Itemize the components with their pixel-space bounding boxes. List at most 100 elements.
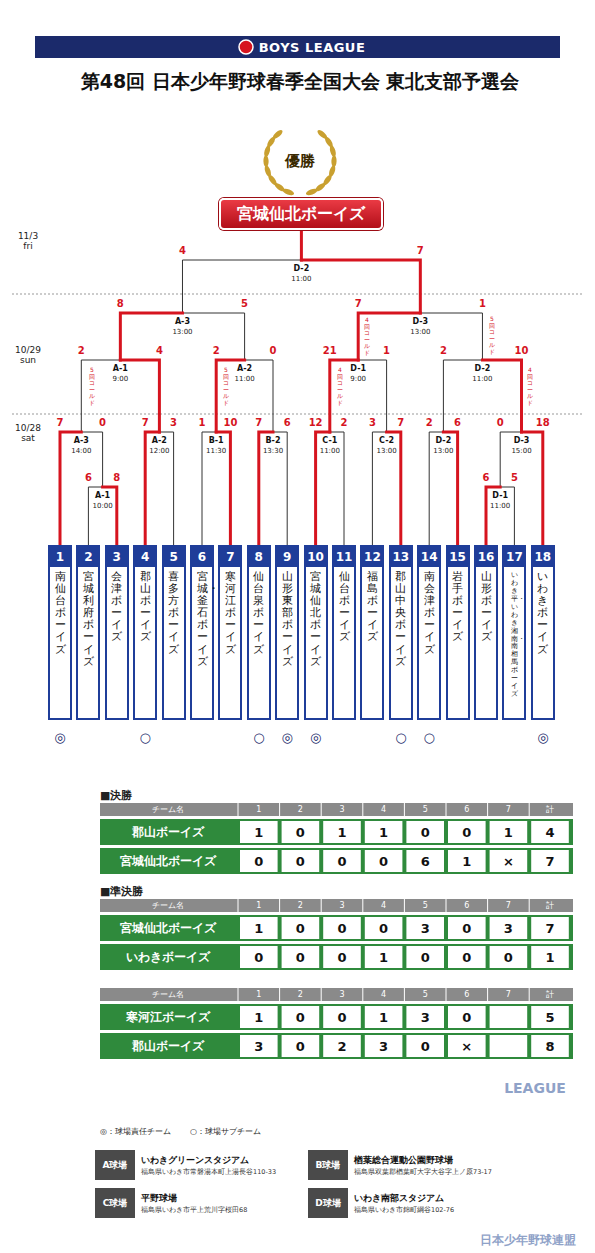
score-cell <box>365 821 403 843</box>
th-text: 計 <box>546 806 554 814</box>
th-text: 1 <box>256 902 261 910</box>
table-rule <box>529 899 530 912</box>
score-cell <box>406 917 444 939</box>
team-name: 山形ボーイズ <box>481 571 492 644</box>
score-cell <box>365 1006 403 1028</box>
bracket-line <box>182 313 244 360</box>
tc-text: 3 <box>421 922 430 935</box>
time-text: 11:00 <box>235 376 255 383</box>
table-row <box>100 915 573 941</box>
team-number: 12 <box>362 547 382 567</box>
bracket-line <box>182 260 301 313</box>
team-name: 岩手ボーイズ <box>452 571 463 644</box>
sc-text: 7 <box>255 418 262 428</box>
time-text: 13:00 <box>433 448 453 455</box>
score-cell <box>531 821 569 843</box>
sc-text: 7 <box>355 299 362 309</box>
th-text: チーム名 <box>152 991 184 999</box>
score-cell <box>448 850 486 872</box>
sec-text: ■準決勝 <box>100 886 143 897</box>
table-rule <box>404 803 405 816</box>
sc-text: 5 <box>511 473 518 483</box>
team-number: 17 <box>504 547 524 567</box>
team-number: 7 <box>220 547 240 567</box>
winner-line <box>120 313 182 360</box>
tc-text: 2 <box>337 1040 346 1053</box>
code-text: D-2 <box>294 265 310 273</box>
tc-text: 1 <box>254 1011 263 1024</box>
sc-text: 7 <box>417 246 424 256</box>
table-rule <box>238 988 239 1001</box>
sc-text: 0 <box>270 346 277 356</box>
sc-text: 5 <box>241 299 248 309</box>
score-cell <box>406 946 444 968</box>
th-text: 1 <box>256 806 261 814</box>
code-text: A-2 <box>152 437 167 445</box>
table-rule <box>446 899 447 912</box>
sc-text: 2 <box>341 418 348 428</box>
tc-text: 0 <box>337 951 346 964</box>
ann-text: 5回コールド <box>489 316 495 356</box>
table-rule <box>529 988 530 1001</box>
mk-text: ○ <box>253 731 264 744</box>
leg-text: ◎：球場責任チーム <box>100 1128 171 1136</box>
tc-text: 5 <box>545 1011 554 1024</box>
score-cell <box>531 917 569 939</box>
team-box: 9山形東部ボーイズ <box>275 545 299 720</box>
venue-name: 平野球場 <box>141 1192 177 1205</box>
table-rule <box>446 803 447 816</box>
table-rule <box>404 899 405 912</box>
score-cell <box>282 917 320 939</box>
tc-text: 0 <box>296 922 305 935</box>
tc-text: 4 <box>545 826 554 839</box>
tc-text: 3 <box>379 1040 388 1053</box>
th-text: 6 <box>464 991 469 999</box>
team-number: 8 <box>249 547 269 567</box>
date-text: sat <box>21 434 35 443</box>
sc-text: 2 <box>213 346 220 356</box>
ann-text: 4回コールド <box>364 317 370 357</box>
code-text: D-3 <box>514 437 530 445</box>
venue-box: A球場いわきグリーンスタジアム福島県いわき市常磐湯本町上湯長谷110-33 <box>95 1150 300 1180</box>
ann-text: 4回コールド <box>337 367 343 407</box>
leg-text: ○：球場サブチーム <box>190 1128 261 1136</box>
tc-text: 0 <box>296 855 305 868</box>
tc-text: 0 <box>296 951 305 964</box>
team-name: 宮城・釜石ボーイズ <box>197 571 208 668</box>
day-separator <box>12 414 583 415</box>
team-name: 宮城利府ボーイズ <box>83 571 94 668</box>
tc-text: 0 <box>504 951 513 964</box>
team-name: 喜多方ボーイズ <box>168 571 179 656</box>
date-text: 11/3 <box>18 232 38 241</box>
time-text: 13:30 <box>263 448 283 455</box>
page-title: 第48回 日本少年野球春季全国大会 東北支部予選会 <box>81 72 520 91</box>
laurel-leaf <box>263 165 272 178</box>
team-number: 2 <box>78 547 98 567</box>
tc-text: 1 <box>379 1011 388 1024</box>
tn-text: いわきボーイズ <box>126 951 210 963</box>
team-name: いわき平・いわき湘南・南相馬ボーイズ <box>511 571 518 698</box>
score-cell <box>490 946 528 968</box>
score-cell <box>406 821 444 843</box>
score-cell <box>282 821 320 843</box>
venue-box: D球場いわき南部スタジアム福島県いわき市錦町綱谷102-76 <box>308 1188 573 1218</box>
team-number: 5 <box>164 547 184 567</box>
score-cell <box>323 850 361 872</box>
score-cell <box>365 1035 403 1057</box>
mk-text: ○ <box>140 731 151 744</box>
ann-text: 5回コールド <box>89 367 95 407</box>
tc-text: 7 <box>545 855 554 868</box>
laurel-leaf <box>271 128 283 140</box>
table-rule <box>238 803 239 816</box>
th-text: 計 <box>546 902 554 910</box>
score-cell <box>240 917 278 939</box>
sc-text: 6 <box>454 418 461 428</box>
sc-text: 0 <box>497 418 504 428</box>
sc-text: 18 <box>536 418 550 428</box>
table-row <box>100 819 573 845</box>
code-text: A-3 <box>74 437 89 445</box>
team-name: 山形東部ボーイズ <box>282 571 293 668</box>
mk-text: ◎ <box>282 731 293 744</box>
team-number: 15 <box>448 547 468 567</box>
score-cell <box>448 821 486 843</box>
